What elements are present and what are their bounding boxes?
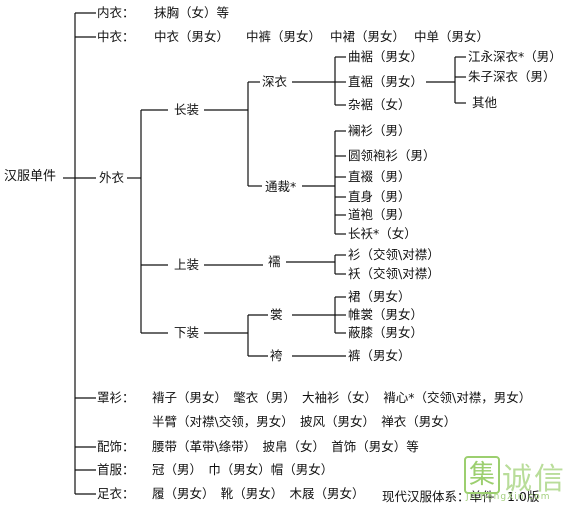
- ru-item: 袄（交领\对襟）: [348, 266, 440, 281]
- neiyi-items: 抹胸（女）等: [154, 5, 230, 20]
- chang-item: 帷裳（男女）: [348, 307, 424, 322]
- shenyi-node: 深衣: [262, 74, 288, 89]
- zhiju-sub-item: 朱子深衣（男）: [468, 69, 556, 84]
- tongcai-item: 圆领袍衫（男）: [348, 148, 436, 163]
- ku-node: 袴: [270, 348, 283, 363]
- shoufu-label: 首服：: [97, 462, 135, 477]
- zuyi-label: 足衣：: [97, 486, 135, 501]
- watermark-logo: 集 诚信 JiChengXin.com: [462, 452, 578, 504]
- ku-item: 裤（男女）: [348, 348, 411, 363]
- zuyi-items: 履（男女） 靴（男女） 木屐（男女）: [152, 486, 365, 501]
- zhongyi-item: 中裤（男女）: [246, 29, 322, 44]
- watermark-text: 诚信: [502, 462, 566, 497]
- changzhuang-node: 长装: [174, 102, 200, 117]
- tongcai-item: 直裰（男）: [348, 169, 411, 184]
- zhiju-sub-item: 其他: [472, 95, 498, 110]
- ru-node: 襦: [268, 254, 281, 269]
- xiazhuang-node: 下装: [174, 325, 200, 340]
- watermark-url: JiChengXin.com: [466, 492, 551, 502]
- ru-item: 衫（交领\对襟）: [348, 247, 440, 262]
- chang-item: 蔽膝（男女）: [348, 325, 424, 340]
- shenyi-item: 杂裾（女）: [348, 97, 411, 112]
- waiyi-node: 外衣: [99, 170, 125, 185]
- zhongyi-item: 中裙（男女）: [330, 29, 406, 44]
- zhaoshan-label: 罩衫：: [97, 390, 135, 405]
- shenyi-item: 曲裾（男女）: [348, 49, 424, 64]
- chang-node: 裳: [270, 307, 283, 322]
- shoufu-items: 冠（男） 巾（男女）帽（男女）: [152, 462, 334, 477]
- zhongyi-item: 中单（男女）: [414, 29, 490, 44]
- shangzhuang-node: 上装: [174, 257, 200, 272]
- tongcai-item: 长袄*（女）: [348, 226, 417, 241]
- root-node: 汉服单件: [4, 169, 57, 184]
- zhongyi-item: 中衣（男女）: [154, 29, 230, 44]
- zhongyi-label: 中衣：: [97, 29, 135, 44]
- zhaoshan-line2: 半臂（对襟\交领，男女） 披风（男女） 禅衣（男女）: [152, 414, 457, 429]
- tongcai-item: 直身（男）: [348, 189, 411, 204]
- neiyi-label: 内衣：: [97, 5, 135, 20]
- peishi-items: 腰带（革带\绦带） 披帛（女） 首饰（男女）等: [152, 439, 419, 454]
- watermark-glyph: 集: [464, 456, 500, 494]
- zhaoshan-line1: 褙子（男女） 氅衣（男） 大袖衫（女） 褙心*（交领\对襟，男女）: [152, 390, 532, 405]
- tongcai-node: 通裁*: [265, 179, 297, 194]
- tongcai-item: 道袍（男）: [348, 207, 411, 222]
- shenyi-item: 直裾（男女）: [348, 74, 424, 89]
- tongcai-item: 襕衫（男）: [348, 123, 411, 138]
- diagram-caption: 现代汉服体系：单件 1.0版: [382, 489, 540, 504]
- zhiju-sub-item: 江永深衣*（男）: [468, 49, 562, 64]
- peishi-label: 配饰：: [97, 439, 135, 454]
- chang-item: 裙（男女）: [348, 289, 411, 304]
